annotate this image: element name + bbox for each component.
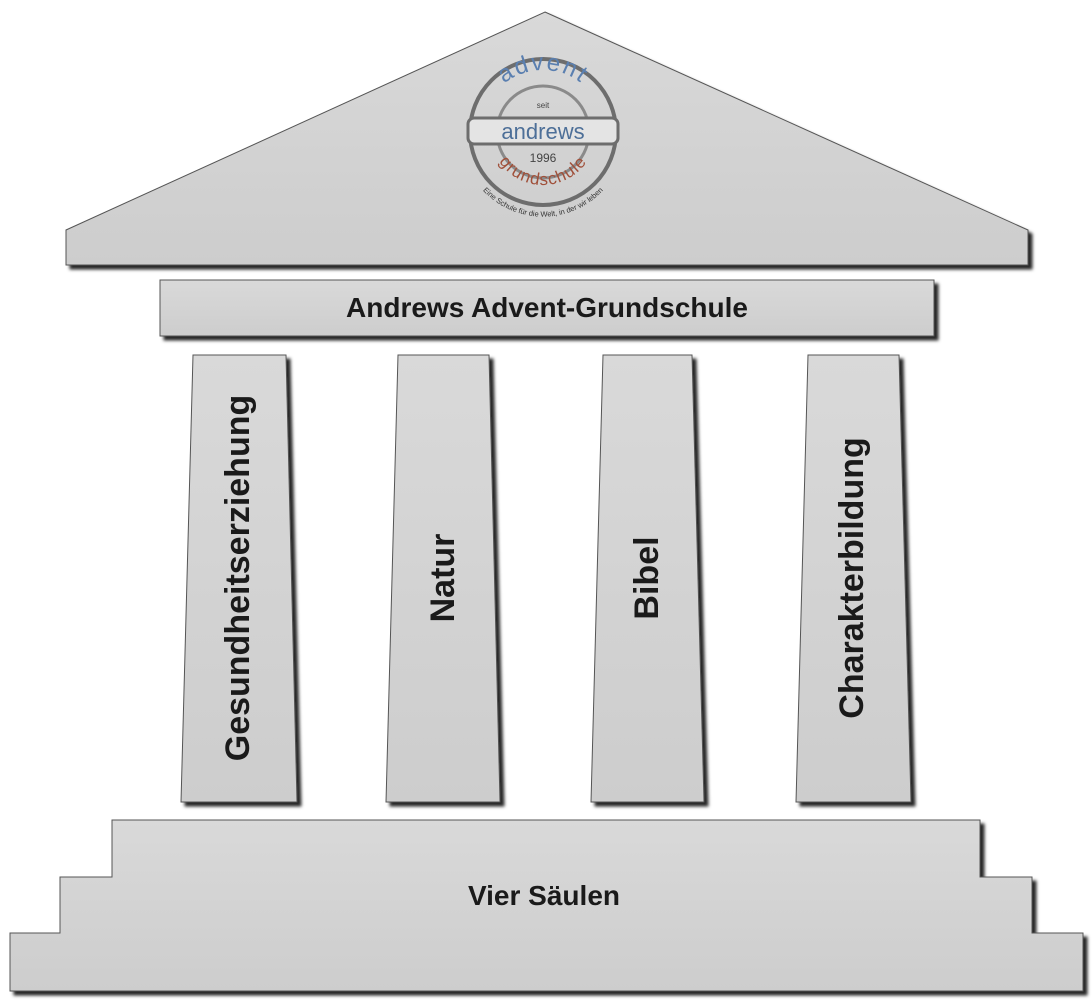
school-name: Andrews Advent-Grundschule — [346, 292, 748, 323]
pillar-charakterbildung: Charakterbildung — [795, 354, 912, 803]
pillar-bibel: Bibel — [590, 354, 705, 803]
pillar-shape — [385, 354, 501, 803]
logo-name: andrews — [501, 119, 584, 144]
pillar-label: Bibel — [628, 536, 666, 619]
pillar-label: Natur — [424, 534, 462, 623]
pillar-shape — [795, 354, 912, 803]
pillar-gesundheitserziehung: Gesundheitserziehung — [180, 354, 298, 803]
logo-year: 1996 — [530, 151, 557, 165]
pillar-shape — [590, 354, 705, 803]
stepped-base — [9, 819, 1084, 992]
pillar-label: Charakterbildung — [833, 437, 871, 718]
logo-name-banner — [466, 116, 620, 146]
pillar-shape — [180, 354, 298, 803]
architrave — [159, 279, 935, 337]
pillar-label: Gesundheitserziehung — [219, 395, 257, 762]
logo-since-label: seit — [537, 101, 550, 110]
pillar-natur: Natur — [385, 354, 501, 803]
base-label: Vier Säulen — [468, 880, 620, 911]
